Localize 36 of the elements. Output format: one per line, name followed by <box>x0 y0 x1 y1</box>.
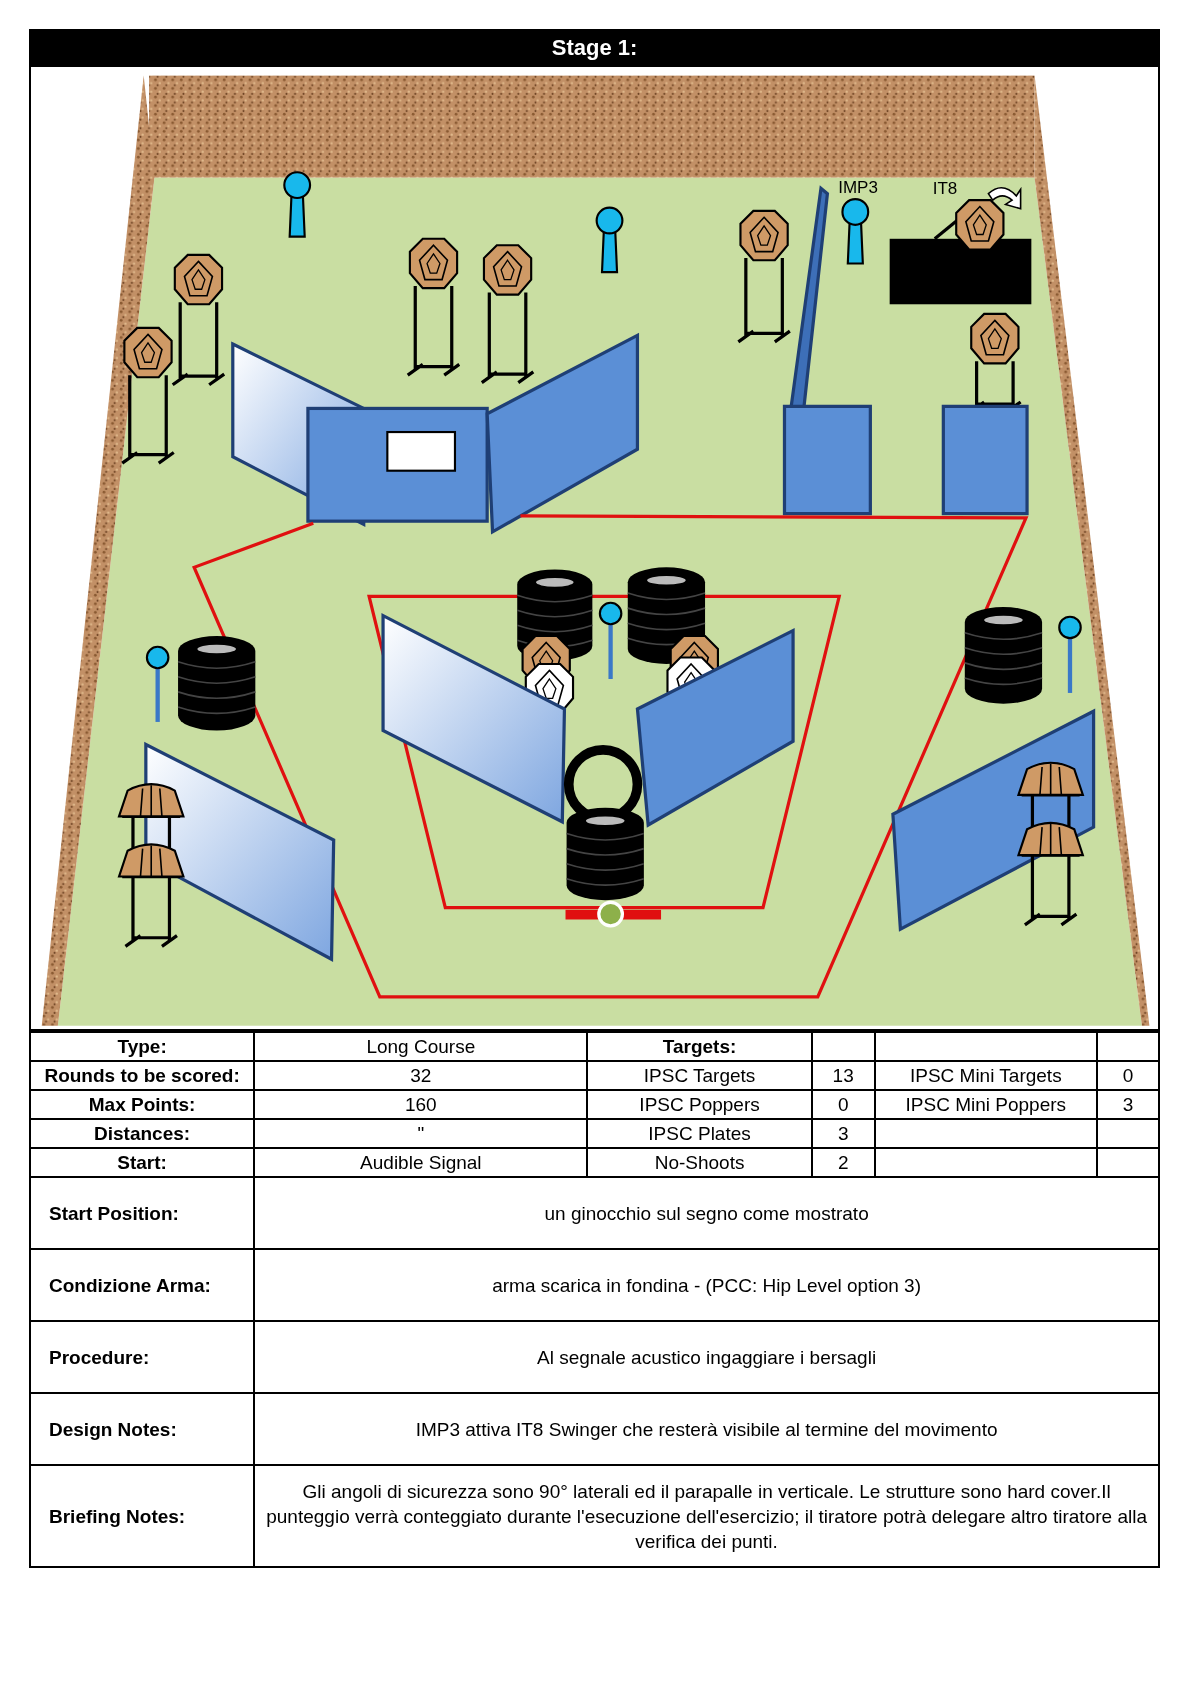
row-header: Rounds to be scored: <box>30 1061 255 1090</box>
table-value: IMP3 attiva IT8 Swinger che resterà visibile al termine del movimento <box>254 1393 1159 1465</box>
table-value: 0 <box>1096 1061 1159 1090</box>
table-value: IPSC Poppers <box>587 1090 812 1119</box>
row-header: Briefing Notes: <box>30 1465 255 1567</box>
row-header: Start Position: <box>30 1177 255 1249</box>
table-value: IPSC Plates <box>587 1119 812 1148</box>
table-value: IPSC Targets <box>587 1061 812 1090</box>
target-label: IMP3 <box>838 178 878 198</box>
target-label: IT8 <box>932 179 958 199</box>
row-header: Type: <box>30 1032 255 1061</box>
table-value: 160 <box>254 1090 588 1119</box>
table-value: Gli angoli di sicurezza sono 90° laterali ed il parapalle in verticale. Le strutture sono hard cover.Il punteggio verrà conteggiato durante l'esecuzione dell'esercizio; il tiratore potrà delegare altro tiratore alla verifica dei punti. <box>254 1465 1159 1567</box>
table-value: Audible Signal <box>254 1148 588 1177</box>
table-value: IPSC Mini Targets <box>874 1061 1097 1090</box>
table-value: 3 <box>811 1119 875 1148</box>
row-header: Condizione Arma: <box>30 1249 255 1321</box>
table-value: 3 <box>1096 1090 1159 1119</box>
row-header: Procedure: <box>30 1321 255 1393</box>
row-header: Distances: <box>30 1119 255 1148</box>
table-value: 32 <box>254 1061 588 1090</box>
table-value: 0 <box>811 1090 875 1119</box>
table-value: un ginocchio sul segno come mostrato <box>254 1177 1159 1249</box>
stage-title: Stage 1: <box>29 29 1160 66</box>
table-value: arma scarica in fondina - (PCC: Hip Level option 3) <box>254 1249 1159 1321</box>
table-value: No-Shoots <box>587 1148 812 1177</box>
row-header: Max Points: <box>30 1090 255 1119</box>
table-value: Long Course <box>254 1032 588 1061</box>
table-value: IPSC Mini Poppers <box>874 1090 1097 1119</box>
row-header: Targets: <box>587 1032 812 1061</box>
table-value: Al segnale acustico ingaggiare i bersagli <box>254 1321 1159 1393</box>
row-header: Design Notes: <box>30 1393 255 1465</box>
table-value: 2 <box>811 1148 875 1177</box>
table-value: " <box>254 1119 588 1148</box>
row-header: Start: <box>30 1148 255 1177</box>
table-value: 13 <box>811 1061 875 1090</box>
